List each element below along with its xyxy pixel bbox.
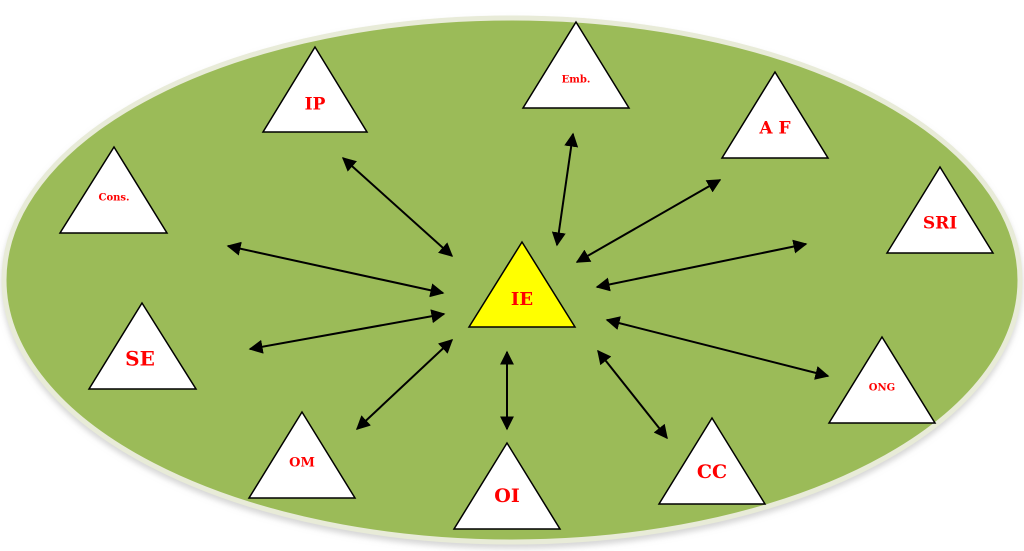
arrow-ip bbox=[341, 157, 454, 257]
node-label-sri: SRI bbox=[923, 214, 957, 234]
node-label-af: A F bbox=[758, 119, 790, 139]
center-node-ie: IE bbox=[467, 240, 577, 328]
node-label-ip: IP bbox=[305, 95, 326, 115]
arrow-cons bbox=[226, 241, 445, 298]
node-emb: Emb. bbox=[521, 20, 631, 109]
node-se: SE bbox=[87, 301, 198, 390]
node-triangle bbox=[58, 145, 169, 234]
node-label-om: OM bbox=[289, 456, 315, 471]
node-triangle bbox=[720, 70, 830, 159]
node-triangle bbox=[885, 165, 995, 254]
arrows bbox=[226, 132, 830, 440]
node-oi: OI bbox=[452, 441, 562, 530]
node-label-cons: Cons. bbox=[98, 193, 129, 204]
node-triangle bbox=[827, 335, 937, 424]
node-sri: SRI bbox=[885, 165, 995, 254]
node-ip: IP bbox=[261, 45, 369, 133]
center-label: IE bbox=[511, 289, 533, 310]
center-triangle bbox=[467, 240, 577, 328]
node-ong: ONG bbox=[827, 335, 937, 424]
node-af: A F bbox=[720, 70, 830, 159]
node-cons: Cons. bbox=[58, 145, 169, 234]
node-triangle bbox=[261, 45, 369, 133]
node-triangle bbox=[452, 441, 562, 530]
arrow-emb bbox=[551, 132, 579, 247]
node-label-se: SE bbox=[125, 347, 155, 371]
arrow-se bbox=[248, 309, 446, 354]
arrow-sri bbox=[595, 239, 808, 292]
node-label-cc: CC bbox=[697, 461, 727, 483]
node-cc: CC bbox=[657, 416, 767, 505]
node-triangle bbox=[247, 410, 357, 499]
arrow-om bbox=[355, 339, 454, 430]
node-triangle bbox=[657, 416, 767, 505]
node-triangle bbox=[87, 301, 198, 390]
arrow-ong bbox=[605, 316, 830, 380]
node-om: OM bbox=[247, 410, 357, 499]
arrow-cc bbox=[597, 349, 668, 440]
node-label-emb: Emb. bbox=[562, 75, 591, 86]
node-label-oi: OI bbox=[494, 485, 520, 507]
node-label-ong: ONG bbox=[869, 383, 895, 394]
node-triangle bbox=[521, 20, 631, 109]
